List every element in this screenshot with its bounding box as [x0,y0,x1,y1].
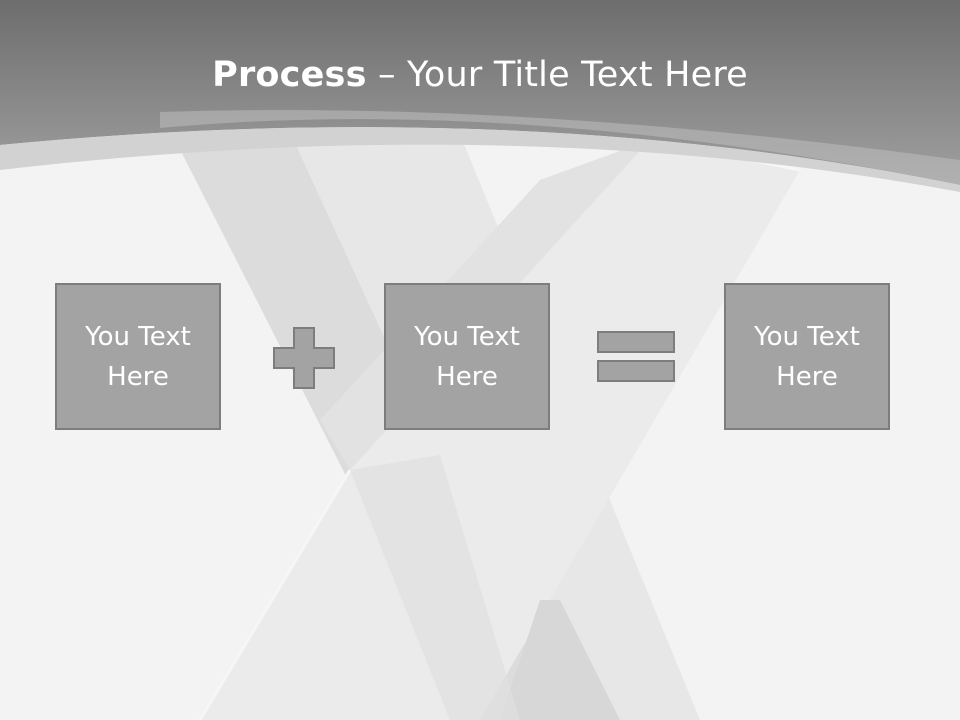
process-box-2[interactable]: You Text Here [384,283,550,430]
plus-icon [273,327,335,389]
equals-icon [597,331,675,382]
process-box-1[interactable]: You Text Here [55,283,221,430]
process-box-3[interactable]: You Text Here [724,283,890,430]
title-rest: – Your Title Text Here [366,55,748,95]
process-box-3-text: You Text Here [754,321,860,392]
title-strong: Process [212,55,367,95]
process-box-2-text: You Text Here [414,321,520,392]
process-box-1-text: You Text Here [85,321,191,392]
slide-title: Process – Your Title Text Here [0,52,960,98]
